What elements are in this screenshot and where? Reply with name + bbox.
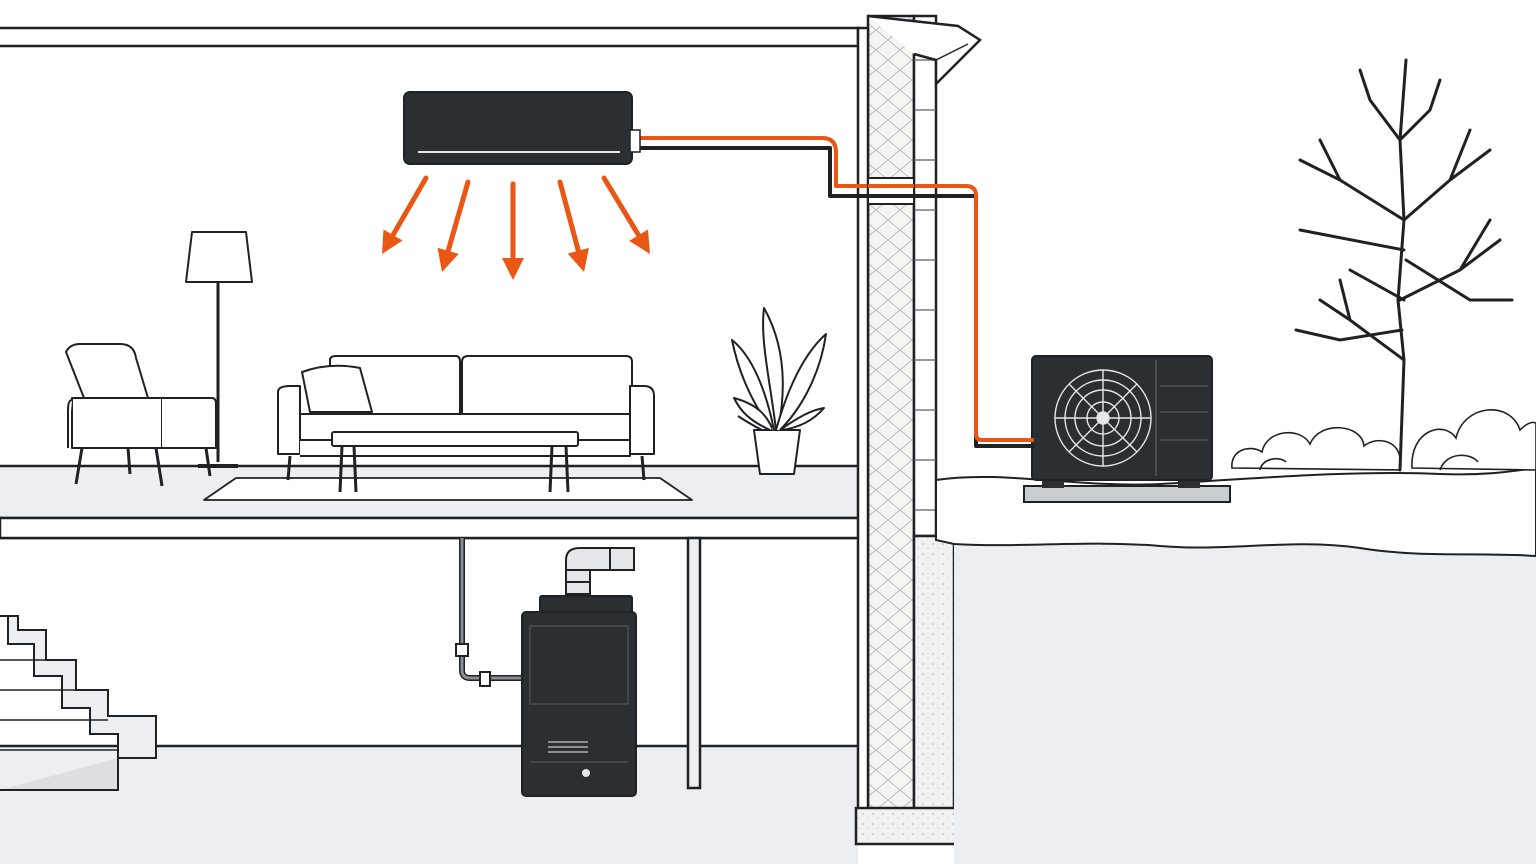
heat-arrow-icon xyxy=(437,179,471,272)
potted-plant xyxy=(731,307,827,475)
indoor-heat-pump-unit xyxy=(403,91,641,165)
gas-pipe xyxy=(455,538,526,687)
exterior-wall xyxy=(854,14,982,846)
wall-inner-stud xyxy=(856,26,870,812)
heat-arrow-icon xyxy=(557,179,589,272)
basement-floor xyxy=(0,746,858,864)
indoor-unit-connector xyxy=(629,129,641,153)
sofa-cushion xyxy=(301,364,373,413)
siding-lines xyxy=(914,59,936,511)
furnace-knob xyxy=(582,769,590,777)
furnace-vent xyxy=(548,741,588,753)
coffee-table xyxy=(331,431,579,493)
snow-ground xyxy=(935,466,1536,558)
ground-soil xyxy=(954,540,1536,864)
heat-arrow-icon xyxy=(382,175,429,254)
heat-arrow-icon xyxy=(502,181,524,280)
area-rug xyxy=(203,477,693,501)
outdoor-scene xyxy=(935,58,1536,864)
house-structure xyxy=(0,26,870,864)
furnace xyxy=(521,595,637,797)
fan-icon xyxy=(1054,369,1152,467)
heat-arrows xyxy=(382,175,650,280)
condenser-pad xyxy=(1023,485,1231,503)
condenser-panel-lines xyxy=(1160,385,1208,441)
armchair xyxy=(65,343,217,487)
floor-joist-band xyxy=(0,516,870,540)
bare-tree xyxy=(1294,58,1514,472)
living-room-furniture xyxy=(65,231,827,501)
wall-siding xyxy=(912,14,938,538)
wall-insulation xyxy=(866,14,916,812)
outdoor-heat-pump-unit xyxy=(1023,355,1231,503)
basement-area xyxy=(0,540,858,746)
floor-lamp xyxy=(185,231,253,468)
indoor-unit-body xyxy=(403,91,633,165)
roof-eave xyxy=(867,14,982,88)
snowy-shrubs xyxy=(1231,408,1536,471)
ceiling-line xyxy=(0,26,860,48)
heat-arrow-icon xyxy=(601,175,650,254)
refrigerant-lines xyxy=(636,136,1034,448)
sofa xyxy=(277,355,655,481)
foundation-wall xyxy=(912,534,956,812)
refrigerant-line-orange xyxy=(636,136,1034,442)
support-post xyxy=(686,536,702,790)
lamp-shade xyxy=(185,231,253,283)
wall-sleeve xyxy=(867,177,915,205)
footing xyxy=(854,806,972,846)
basement-equipment xyxy=(0,538,637,797)
